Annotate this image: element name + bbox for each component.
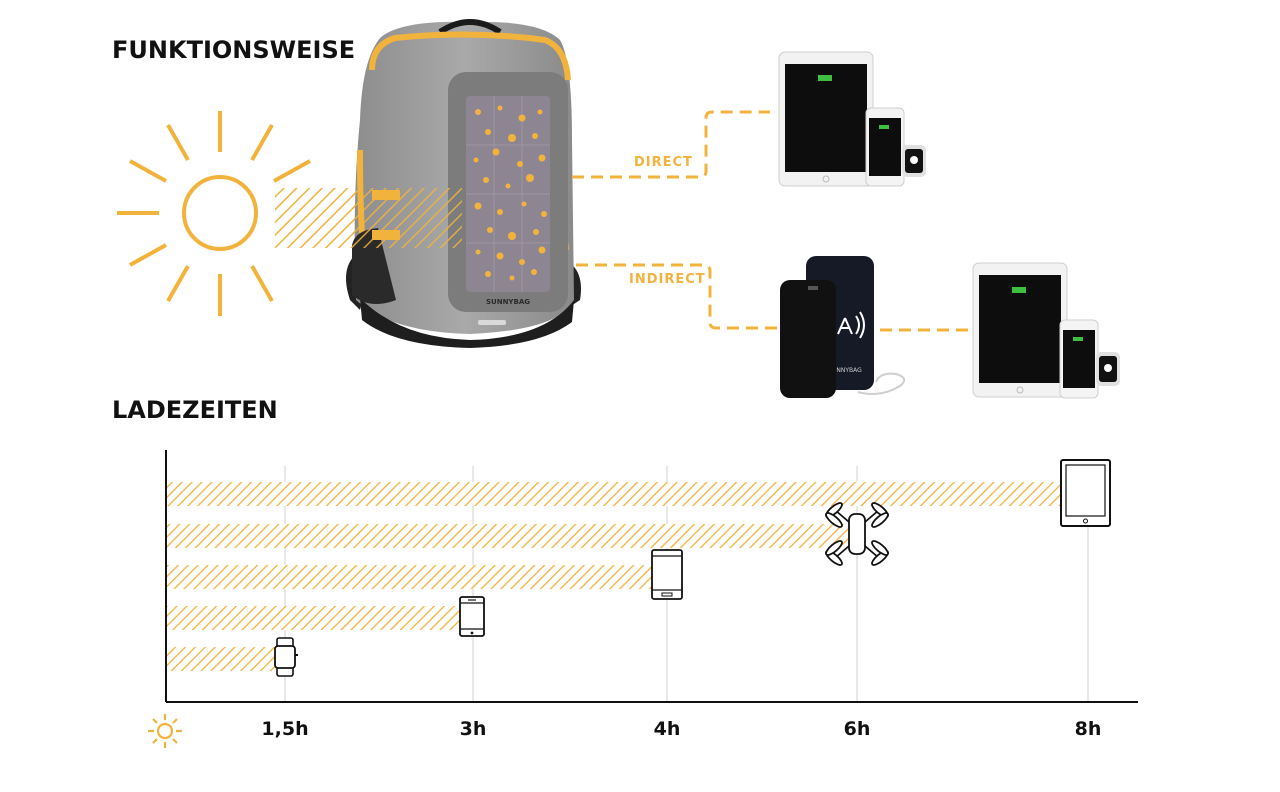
backpack-image: SUNNYBAG — [346, 19, 581, 348]
x-tick-label: 8h — [1074, 718, 1102, 740]
section-title-charging-times: LADEZEITEN — [112, 396, 278, 424]
drone-icon — [825, 502, 889, 566]
bar-large-smartphone — [167, 565, 663, 589]
x-tick-label: 1,5h — [261, 718, 309, 740]
direct-label: DIRECT — [634, 155, 693, 170]
watch-device-indirect — [1096, 352, 1120, 386]
x-tick-label: 6h — [843, 718, 871, 740]
x-tick-label: 4h — [653, 718, 681, 740]
watch-device — [902, 145, 926, 177]
section-title-how-it-works: FUNKTIONSWEISE — [112, 36, 356, 64]
powerbank — [780, 280, 836, 398]
bar-smartphone — [167, 606, 469, 630]
charging-time-chart — [148, 450, 1138, 748]
direct-flow-line — [572, 110, 770, 179]
indirect-flow-line — [576, 263, 968, 332]
cable-icon — [857, 372, 906, 395]
phone-device-indirect — [1059, 319, 1099, 399]
watch-icon — [274, 637, 298, 677]
phone-icon — [459, 596, 485, 637]
bar-smartwatch — [167, 647, 281, 671]
tablet-icon — [1060, 459, 1111, 527]
sun-icon — [117, 111, 311, 316]
bar-drone — [167, 524, 853, 548]
bar-tablet — [167, 482, 1084, 506]
phone-device — [865, 107, 905, 187]
x-tick-label: 3h — [459, 718, 487, 740]
tablet-device-indirect — [972, 262, 1068, 398]
indirect-label: INDIRECT — [629, 272, 706, 287]
backpack-logo: SUNNYBAG — [486, 298, 530, 306]
powerbank-logo: SUNNYBAG — [828, 367, 862, 374]
large-phone-icon — [651, 549, 683, 600]
sun-small-icon — [148, 714, 182, 748]
tablet-device — [778, 51, 874, 187]
